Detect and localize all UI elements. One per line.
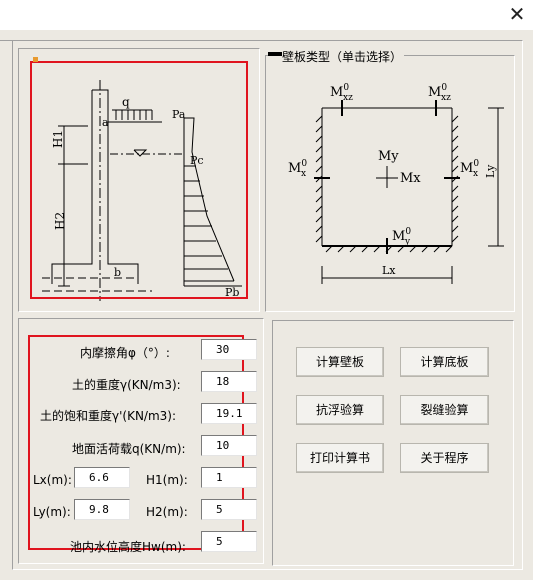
- label-pb: Pb: [225, 286, 239, 299]
- retaining-wall-diagram: q a Pa H1 Pc H2 b Pb: [42, 80, 242, 301]
- annotation-marker: [33, 57, 38, 62]
- label-pc: Pc: [190, 154, 204, 167]
- live-load-input[interactable]: 10: [201, 435, 257, 456]
- group-title-marker: [268, 52, 282, 56]
- anti-float-button[interactable]: 抗浮验算: [296, 395, 384, 425]
- calc-bottom-button[interactable]: 计算底板: [400, 347, 489, 377]
- lx-input[interactable]: 6.6: [74, 467, 130, 488]
- outer-frame-edge: [0, 40, 12, 571]
- label-q: q: [122, 95, 130, 109]
- label-b: b: [114, 266, 121, 279]
- friction-angle-input[interactable]: 30: [201, 339, 257, 360]
- sat-density-input[interactable]: 19.1: [201, 403, 257, 424]
- friction-angle-label: 内摩擦角φ（°）:: [80, 346, 170, 360]
- label-a: a: [102, 116, 109, 129]
- label-mx-center: Mx: [400, 171, 421, 186]
- label-lx: Lx: [382, 264, 396, 277]
- lx-label: Lx(m):: [33, 473, 72, 487]
- live-load-label: 地面活荷载q(KN/m):: [72, 442, 186, 456]
- h2-label: H2(m):: [146, 505, 188, 519]
- wall-outline-right: [92, 89, 139, 284]
- crack-check-button[interactable]: 裂缝验算: [400, 395, 489, 425]
- annotation-box-diagram: [30, 61, 248, 299]
- calc-wall-button[interactable]: 计算壁板: [296, 347, 384, 377]
- label-h2: H2: [53, 212, 67, 230]
- label-my-center: My: [378, 149, 399, 164]
- soil-density-label: 土的重度γ(KN/m3):: [72, 378, 181, 392]
- wall-type-group[interactable]: [265, 55, 515, 312]
- content-frame: [12, 40, 523, 570]
- about-button[interactable]: 关于程序: [400, 443, 489, 473]
- wall-type-group-title: 壁板类型（单击选择）: [280, 48, 405, 65]
- water-level-label: 池内水位高度Hw(m):: [70, 540, 186, 554]
- close-icon[interactable]: ✕: [508, 2, 526, 26]
- label-pa: Pa: [172, 108, 186, 121]
- h1-input[interactable]: 1: [201, 467, 257, 488]
- h1-label: H1(m):: [146, 473, 188, 487]
- h2-input[interactable]: 5: [201, 499, 257, 520]
- print-report-button[interactable]: 打印计算书: [296, 443, 384, 473]
- soil-density-input[interactable]: 18: [201, 371, 257, 392]
- ly-label: Ly(m):: [33, 505, 71, 519]
- ly-input[interactable]: 9.8: [74, 499, 130, 520]
- label-ly: Ly: [484, 164, 497, 178]
- wall-outline-left: [51, 90, 93, 284]
- water-level-input[interactable]: 5: [201, 531, 257, 552]
- sat-density-label: 土的饱和重度γ'(KN/m3):: [40, 409, 177, 423]
- wall-section-panel: [18, 48, 260, 312]
- title-bar: ✕: [0, 0, 533, 30]
- label-h1: H1: [51, 130, 65, 148]
